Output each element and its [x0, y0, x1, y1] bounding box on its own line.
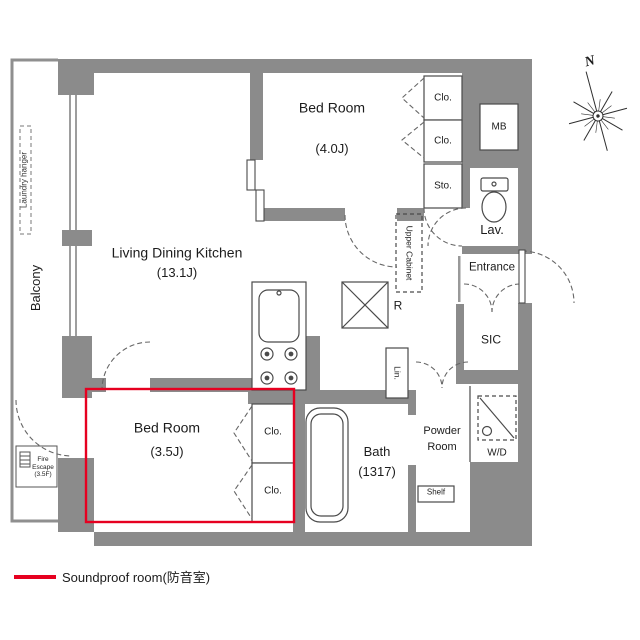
soundproof-outline	[84, 387, 296, 524]
bathtub-icon	[305, 407, 349, 523]
closet-north-2-label: Clo.	[434, 135, 452, 147]
doors	[15, 77, 575, 520]
laundry-hanger-box	[19, 125, 32, 235]
bedroom-soundproof-size: (3.5J)	[150, 443, 184, 459]
bedroom-north-label: Bed Room	[298, 99, 366, 116]
compass-rose	[568, 71, 628, 151]
washer-dryer-label: W/D	[487, 447, 507, 459]
powder-room-label-1: Powder	[423, 424, 461, 437]
refrigerator-space-icon	[341, 281, 389, 329]
lavatory-label: Lav.	[480, 221, 504, 237]
laundry-hanger-label: Laundry hanger	[19, 151, 29, 209]
walls	[58, 59, 532, 546]
door-leaves	[246, 159, 526, 304]
closet-north-2-box	[423, 119, 463, 163]
sic-label: SIC	[480, 332, 502, 347]
sink-icon	[258, 289, 300, 343]
sliding-door-panel	[255, 189, 265, 222]
ldk-size: (13.1J)	[156, 264, 198, 280]
refrigerator-label: R	[393, 298, 403, 313]
entrance-door-leaf	[518, 249, 526, 304]
entrance-label: Entrance	[468, 261, 516, 274]
bedroom-north-size: (4.0J)	[315, 140, 349, 156]
storage-box	[423, 163, 463, 209]
fixtures	[251, 75, 519, 523]
bedroom-soundproof-label: Bed Room	[133, 419, 201, 436]
upper-cabinet-label: Upper Cabinet	[404, 225, 415, 281]
meter-box	[479, 103, 519, 151]
linen-box	[385, 347, 409, 399]
upper-cabinet-box	[395, 213, 423, 293]
shelf-box	[417, 485, 455, 503]
windows	[69, 95, 77, 336]
closet-north-1-label: Clo.	[434, 92, 452, 104]
closet-south-1-box	[251, 403, 295, 464]
powder-room-label-2: Room	[427, 440, 457, 453]
closet-south-2-box	[251, 462, 295, 523]
storage-label: Sto.	[434, 180, 452, 192]
closet-south-1-label: Clo.	[264, 426, 282, 438]
bath-label: Bath	[363, 443, 391, 459]
kitchen-counter	[251, 281, 307, 391]
washer-pan-icon	[477, 395, 517, 441]
bath-size: (1317)	[358, 463, 396, 479]
shelf-label: Shelf	[426, 487, 446, 497]
fire-escape-icon	[15, 445, 58, 488]
fire-escape-label: Fire Escape (3.5F)	[32, 455, 54, 478]
legend-line-swatch	[14, 575, 56, 579]
closet-south-2-label: Clo.	[264, 485, 282, 497]
legend-label: Soundproof room(防音室)	[62, 569, 211, 585]
stove-icon	[260, 347, 298, 385]
ldk-label: Living Dining Kitchen	[111, 244, 243, 261]
balcony-outline	[10, 58, 58, 523]
toilet-icon	[480, 177, 509, 223]
sliding-door-panel	[246, 159, 256, 191]
balcony-label: Balcony	[27, 264, 43, 312]
meter-box-label: MB	[491, 121, 507, 133]
linen-label: Lin.	[392, 366, 403, 380]
entrance-step	[458, 256, 461, 302]
